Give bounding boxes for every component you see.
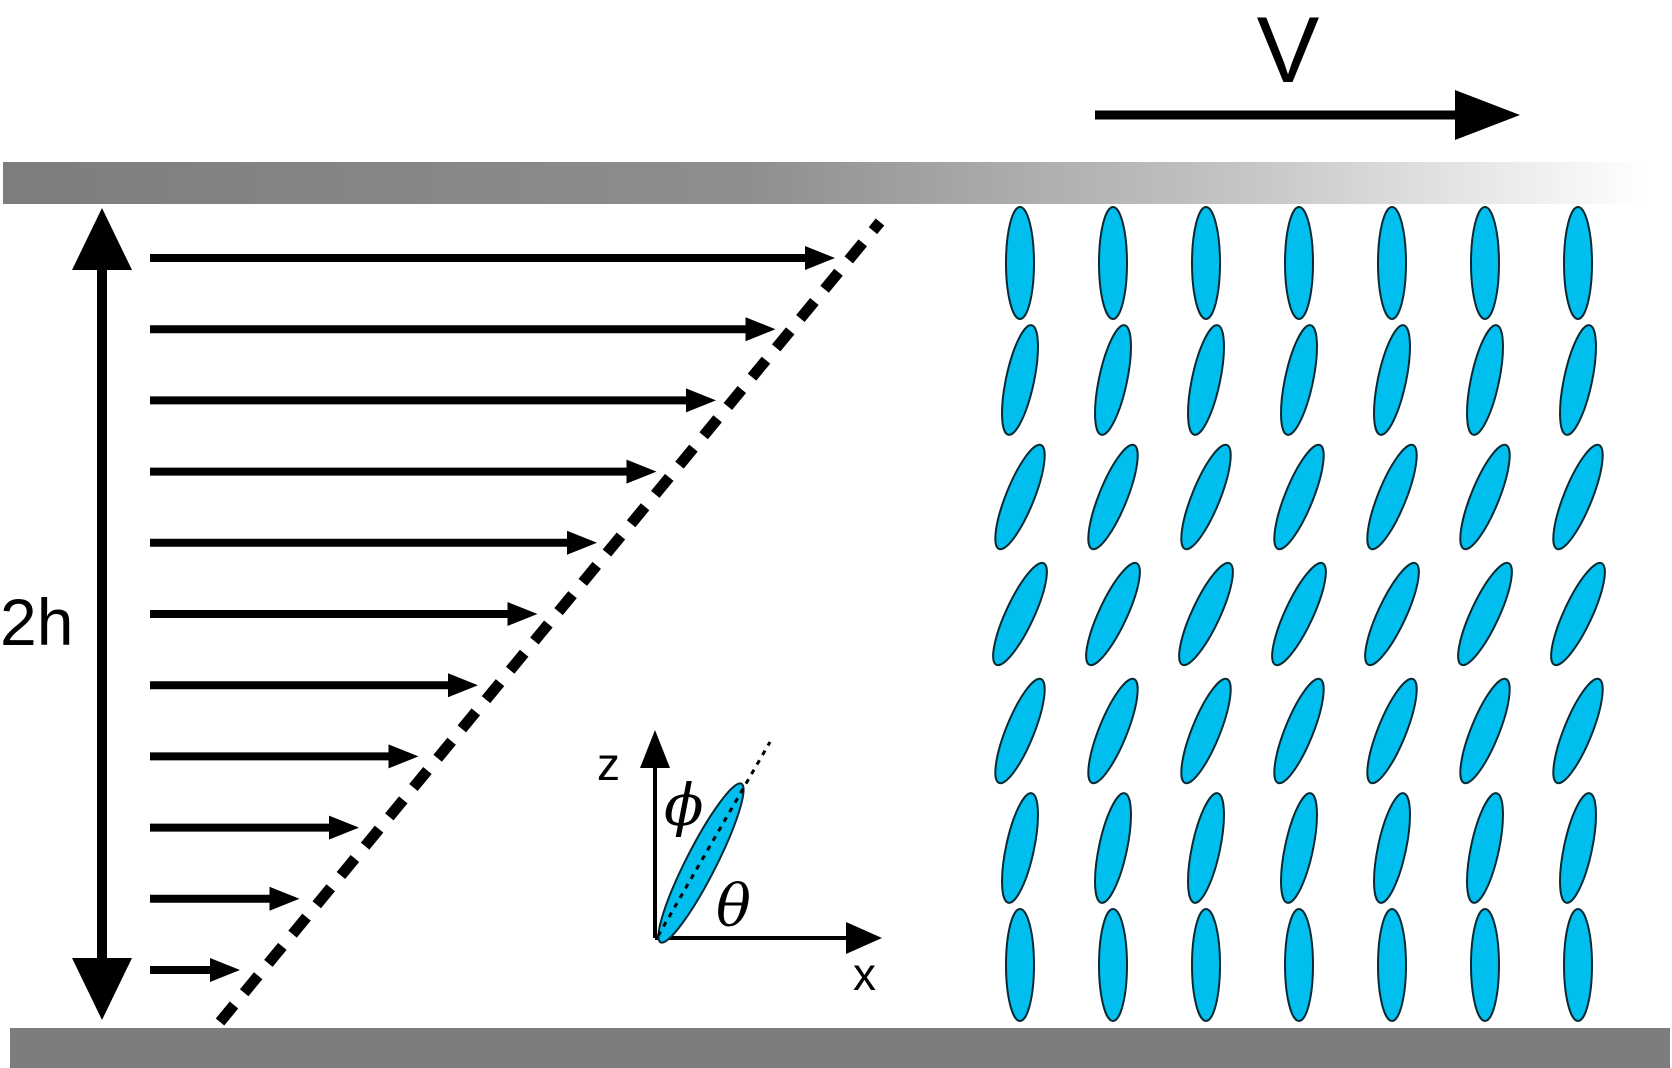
particle (1284, 908, 1314, 1022)
particle (1001, 792, 1039, 904)
particle (992, 561, 1048, 667)
particle (1180, 677, 1232, 785)
particle (1366, 443, 1418, 551)
particle (1180, 443, 1232, 551)
particle-axis-line (656, 741, 772, 937)
particle (1273, 677, 1325, 785)
wall-velocity-arrow (1095, 90, 1520, 140)
z-axis-label: z (597, 738, 620, 790)
velocity-arrow (150, 744, 419, 769)
velocity-arrow (150, 886, 300, 911)
particle (994, 677, 1046, 785)
particle (1187, 792, 1225, 904)
theta-angle-label: θ (716, 872, 751, 940)
z-axis-arrowhead (640, 730, 670, 768)
particle (1559, 792, 1597, 904)
particle (1466, 324, 1504, 436)
particle (1364, 561, 1420, 667)
particle (1005, 206, 1035, 320)
particle (1470, 206, 1500, 320)
particle (1094, 792, 1132, 904)
particle (1284, 206, 1314, 320)
bottom-wall (10, 1028, 1670, 1068)
particle (1273, 443, 1325, 551)
particle (1087, 443, 1139, 551)
velocity-label: V (1257, 0, 1320, 102)
top-wall (3, 162, 1647, 204)
phi-angle-label: ϕ (664, 771, 704, 839)
gap-label: 2h (0, 585, 73, 659)
inset-particle (657, 782, 745, 944)
particle-array (992, 206, 1606, 1022)
particle (1271, 561, 1327, 667)
x-axis-arrowhead (846, 922, 882, 954)
particle (1459, 677, 1511, 785)
particle (1470, 908, 1500, 1022)
particle (1366, 677, 1418, 785)
particle (1178, 561, 1234, 667)
velocity-profile (150, 246, 835, 982)
particle (1373, 792, 1411, 904)
particle (1085, 561, 1141, 667)
particle (1563, 908, 1593, 1022)
velocity-arrow (150, 388, 716, 413)
particle (1552, 443, 1604, 551)
particle (1098, 908, 1128, 1022)
particle (1373, 324, 1411, 436)
particle (994, 443, 1046, 551)
particle (1563, 206, 1593, 320)
orientation-inset (640, 730, 882, 954)
particle (1191, 908, 1221, 1022)
profile-envelope-line (215, 218, 885, 1026)
particle (1459, 443, 1511, 551)
particle (1094, 324, 1132, 436)
particle (1280, 792, 1318, 904)
velocity-arrow (150, 815, 359, 840)
velocity-arrow (150, 958, 240, 982)
particle (1377, 908, 1407, 1022)
gap-dimension-arrow (72, 208, 132, 1020)
particle (1280, 324, 1318, 436)
x-axis-label: x (853, 948, 876, 1000)
velocity-arrow (150, 602, 538, 626)
particle (1001, 324, 1039, 436)
velocity-arrow (150, 459, 657, 484)
particle (1550, 561, 1606, 667)
particle (1559, 324, 1597, 436)
particle (1005, 908, 1035, 1022)
particle (1191, 206, 1221, 320)
particle (1552, 677, 1604, 785)
particle (1466, 792, 1504, 904)
particle (1457, 561, 1513, 667)
velocity-arrow (150, 673, 478, 698)
particle (1087, 677, 1139, 785)
velocity-arrow (150, 530, 597, 555)
velocity-arrow (150, 317, 776, 342)
particle (1098, 206, 1128, 320)
particle (1377, 206, 1407, 320)
velocity-arrow (150, 246, 835, 270)
particle (1187, 324, 1225, 436)
